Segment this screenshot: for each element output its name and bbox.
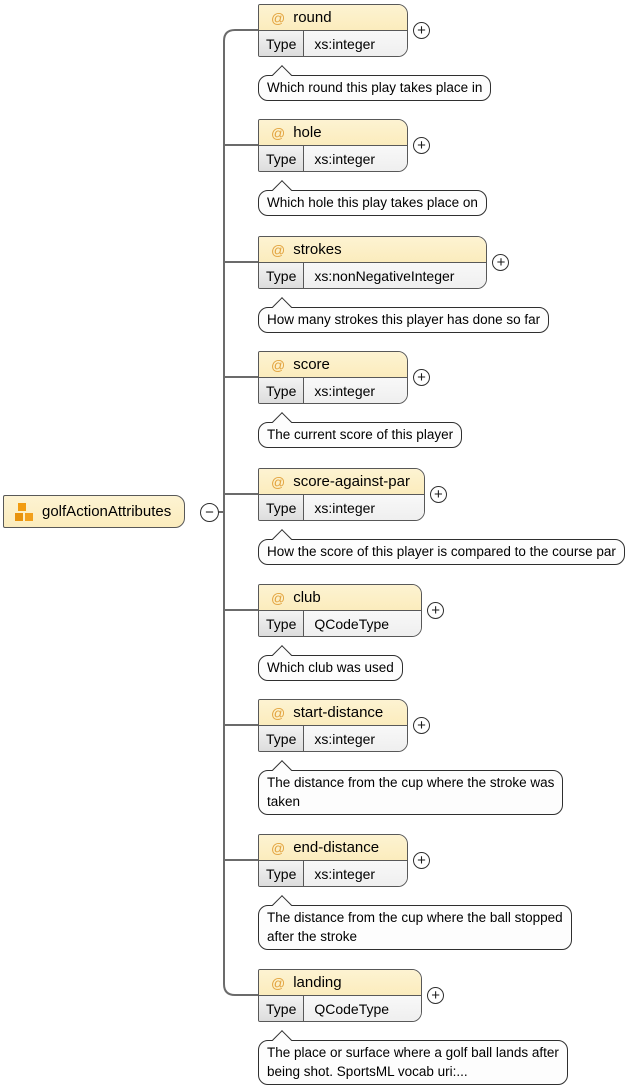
type-label: Type bbox=[259, 263, 305, 288]
attribute-at-icon: @ bbox=[271, 704, 286, 721]
annotation-callout: How many strokes this player has done so… bbox=[258, 297, 550, 333]
annotation-callout: The distance from the cup where the stro… bbox=[258, 760, 564, 815]
plus-icon: + bbox=[417, 717, 426, 734]
type-label: Type bbox=[259, 861, 305, 886]
attribute-name: end-distance bbox=[293, 839, 380, 856]
attribute-at-icon: @ bbox=[271, 9, 286, 26]
type-value: xs:integer bbox=[304, 378, 408, 403]
attribute-node-hole: @ hole Type xs:integer + Which hole this… bbox=[258, 119, 487, 216]
expand-button[interactable]: + bbox=[429, 486, 447, 503]
attribute-box[interactable]: @ start-distance Type xs:integer bbox=[258, 699, 409, 752]
annotation-text: Which club was used bbox=[267, 660, 394, 675]
attribute-node-score-against-par: @ score-against-par Type xs:integer + Ho… bbox=[258, 468, 625, 565]
plus-icon: + bbox=[496, 254, 506, 271]
attribute-node-club: @ club Type QCodeType + Which club was u… bbox=[258, 584, 445, 681]
annotation-callout: Which club was used bbox=[258, 645, 403, 681]
type-value: xs:integer bbox=[304, 726, 408, 751]
attribute-at-icon: @ bbox=[271, 473, 286, 490]
type-value: QCodeType bbox=[304, 611, 422, 636]
expand-button[interactable]: + bbox=[413, 137, 431, 154]
plus-icon: + bbox=[417, 137, 426, 154]
annotation-text: How the score of this player is compared… bbox=[267, 544, 616, 559]
annotation-callout: The place or surface where a golf ball l… bbox=[258, 1030, 568, 1085]
attribute-node-start-distance: @ start-distance Type xs:integer + The d… bbox=[258, 699, 564, 815]
attribute-box[interactable]: @ end-distance Type xs:integer bbox=[258, 834, 409, 887]
expand-button[interactable]: + bbox=[413, 717, 431, 734]
annotation-text: The distance from the cup where the stro… bbox=[267, 775, 555, 809]
attribute-name: strokes bbox=[293, 241, 342, 258]
expand-button[interactable]: + bbox=[427, 987, 445, 1004]
type-label: Type bbox=[259, 378, 305, 403]
type-value: xs:nonNegativeInteger bbox=[304, 263, 487, 288]
collapse-button[interactable]: − bbox=[200, 503, 219, 522]
annotation-text: The place or surface where a golf ball l… bbox=[267, 1045, 559, 1079]
plus-icon: + bbox=[417, 22, 426, 39]
attribute-node-score: @ score Type xs:integer + The current sc… bbox=[258, 351, 463, 448]
attribute-at-icon: @ bbox=[271, 839, 286, 856]
attribute-box[interactable]: @ score-against-par Type xs:integer bbox=[258, 468, 425, 521]
attribute-name: landing bbox=[293, 974, 342, 991]
attribute-node-end-distance: @ end-distance Type xs:integer + The dis… bbox=[258, 834, 572, 950]
type-label: Type bbox=[259, 996, 305, 1021]
expand-button[interactable]: + bbox=[413, 852, 431, 869]
attribute-name: start-distance bbox=[293, 704, 384, 721]
attribute-at-icon: @ bbox=[271, 241, 286, 258]
plus-icon: + bbox=[417, 369, 426, 386]
attribute-name: hole bbox=[293, 124, 322, 141]
annotation-text: How many strokes this player has done so… bbox=[267, 312, 541, 327]
minus-icon: − bbox=[205, 503, 214, 521]
attribute-name: score bbox=[293, 356, 330, 373]
type-value: xs:integer bbox=[304, 31, 408, 56]
attribute-at-icon: @ bbox=[271, 974, 286, 991]
type-label: Type bbox=[259, 611, 305, 636]
attribute-box[interactable]: @ round Type xs:integer bbox=[258, 4, 409, 57]
attribute-group-icon bbox=[15, 502, 33, 521]
attribute-node-strokes: @ strokes Type xs:nonNegativeInteger + H… bbox=[258, 236, 550, 333]
attribute-box[interactable]: @ landing Type QCodeType bbox=[258, 969, 423, 1022]
annotation-callout: The distance from the cup where the ball… bbox=[258, 895, 572, 950]
annotation-callout: The current score of this player bbox=[258, 412, 463, 448]
annotation-text: The current score of this player bbox=[267, 427, 454, 442]
plus-icon: + bbox=[431, 602, 440, 619]
type-value: QCodeType bbox=[304, 996, 422, 1021]
attribute-box[interactable]: @ hole Type xs:integer bbox=[258, 119, 409, 172]
annotation-text: Which hole this play takes place on bbox=[267, 195, 478, 210]
attribute-group-label: golfActionAttributes bbox=[42, 503, 172, 520]
type-label: Type bbox=[259, 146, 305, 171]
plus-icon: + bbox=[434, 486, 443, 503]
attribute-node-landing: @ landing Type QCodeType + The place or … bbox=[258, 969, 568, 1085]
attribute-at-icon: @ bbox=[271, 124, 286, 141]
type-value: xs:integer bbox=[304, 495, 424, 520]
attribute-at-icon: @ bbox=[271, 589, 286, 606]
plus-icon: + bbox=[431, 987, 440, 1004]
attribute-node-round: @ round Type xs:integer + Which round th… bbox=[258, 4, 492, 101]
annotation-callout: How the score of this player is compared… bbox=[258, 529, 625, 565]
type-value: xs:integer bbox=[304, 146, 408, 171]
type-label: Type bbox=[259, 495, 305, 520]
expand-button[interactable]: + bbox=[413, 22, 431, 39]
attribute-at-icon: @ bbox=[271, 356, 286, 373]
type-label: Type bbox=[259, 726, 305, 751]
attribute-name: round bbox=[293, 9, 332, 26]
annotation-callout: Which round this play takes place in bbox=[258, 65, 492, 101]
type-label: Type bbox=[259, 31, 305, 56]
annotation-text: Which round this play takes place in bbox=[267, 80, 483, 95]
attribute-name: score-against-par bbox=[293, 473, 410, 490]
attribute-name: club bbox=[293, 589, 321, 606]
plus-icon: + bbox=[417, 852, 426, 869]
type-value: xs:integer bbox=[304, 861, 408, 886]
expand-button[interactable]: + bbox=[427, 602, 445, 619]
attribute-box[interactable]: @ club Type QCodeType bbox=[258, 584, 423, 637]
annotation-callout: Which hole this play takes place on bbox=[258, 180, 487, 216]
expand-button[interactable]: + bbox=[413, 369, 431, 386]
annotation-text: The distance from the cup where the ball… bbox=[267, 910, 563, 944]
attribute-box[interactable]: @ score Type xs:integer bbox=[258, 351, 409, 404]
attribute-group-node[interactable]: golfActionAttributes bbox=[3, 495, 186, 528]
attribute-box[interactable]: @ strokes Type xs:nonNegativeInteger bbox=[258, 236, 488, 289]
expand-button[interactable]: + bbox=[492, 254, 510, 271]
